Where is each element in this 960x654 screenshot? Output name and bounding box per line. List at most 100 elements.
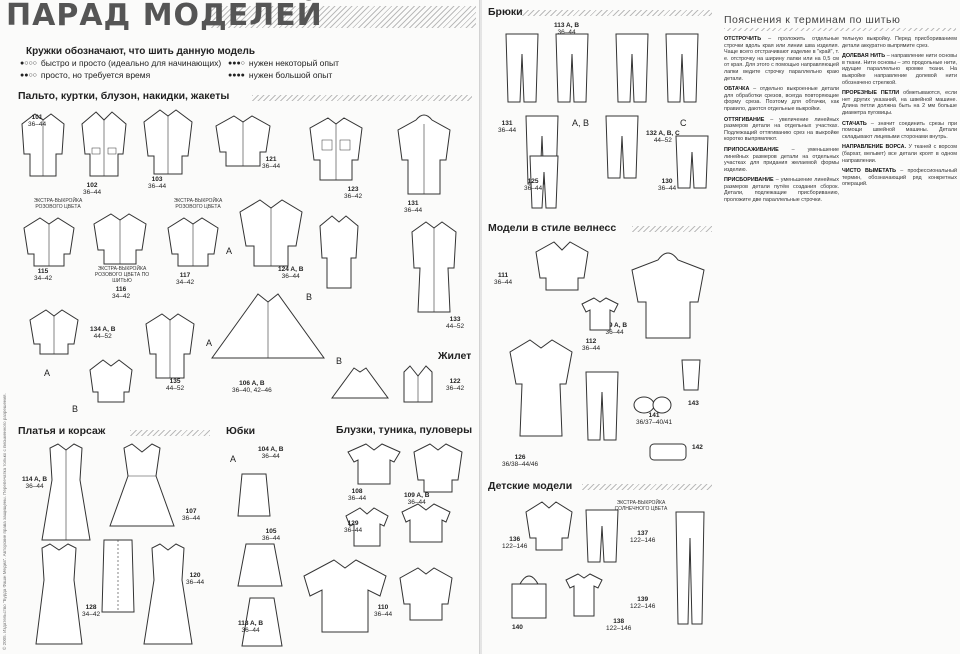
garment-122 bbox=[400, 362, 436, 406]
caption-extra-115: ЭКСТРА-ВЫКРОЙКА РОЗОВОГО ЦВЕТА bbox=[33, 198, 83, 210]
garment-123 bbox=[306, 114, 366, 184]
garment-104 bbox=[236, 470, 272, 520]
copyright-vertical: © 2005. Издательство "Бурда Фашн Медиа".… bbox=[2, 393, 7, 650]
letter-a-104: A bbox=[230, 454, 237, 464]
garment-129 bbox=[342, 504, 392, 550]
terms-column-1: ОТСТРОЧИТЬ – проложить отдельные строчки… bbox=[724, 36, 839, 208]
garment-114 bbox=[38, 440, 94, 546]
section-vest: Жилет bbox=[438, 350, 472, 362]
legend-heading: Кружки обозначают, что шить данную модел… bbox=[26, 46, 256, 57]
garment-pants-4 bbox=[662, 30, 702, 106]
garment-133 bbox=[408, 218, 460, 316]
garment-kids-top bbox=[562, 570, 606, 620]
term-stachat: СТАЧАТЬ – значит соединить срезы при пом… bbox=[842, 120, 957, 140]
garment-106 bbox=[208, 288, 328, 378]
left-page: ПАРАД МОДЕЛЕЙ © 2005. Издательство "Бурд… bbox=[2, 0, 476, 650]
garment-125 bbox=[526, 152, 562, 212]
garment-115 bbox=[20, 214, 78, 270]
term-napravlenie-vorsa: НАПРАВЛЕНИЕ ВОРСА. У тканей с ворсом (ба… bbox=[842, 144, 957, 164]
letter-a-134: A bbox=[44, 368, 51, 378]
garment-108 bbox=[344, 440, 404, 488]
garment-103 bbox=[140, 106, 196, 178]
garment-136 bbox=[522, 498, 576, 554]
term-obtachka: ОБТАЧКА – отдельно выкроенные детали для… bbox=[724, 86, 840, 112]
section-dresses: Платья и корсаж bbox=[18, 425, 106, 437]
garment-117 bbox=[164, 214, 222, 270]
section-blouses: Блузки, туника, пуловеры bbox=[336, 424, 473, 436]
garment-142 bbox=[648, 438, 688, 462]
letter-a-124: A bbox=[226, 246, 233, 256]
label-143: 143 bbox=[688, 400, 699, 407]
garment-105 bbox=[236, 540, 284, 590]
legend-item-2: ●●○○просто, но требуется время bbox=[20, 70, 151, 80]
label-142: 142 bbox=[692, 444, 703, 451]
garment-corset bbox=[98, 536, 138, 616]
term-ottyagivanie: ОТТЯГИВАНИЕ – увеличение линейных размер… bbox=[724, 116, 840, 143]
caption-extra-137: ЭКСТРА-ВЫКРОЙКА СОЛНЕЧНОГО ЦВЕТА bbox=[614, 500, 668, 512]
garment-pants-1 bbox=[502, 30, 542, 106]
term-priposazhivanie: ПРИПОСАЖИВАНИЕ – уменьшение линейных раз… bbox=[724, 146, 839, 173]
legend-item-1: ●○○○быстро и просто (идеально для начина… bbox=[20, 58, 222, 68]
garment-126 bbox=[506, 336, 576, 442]
garment-134 bbox=[26, 306, 82, 358]
term-chisto-vymetat: ЧИСТО ВЫМЕТАТЬ – профессиональный термин… bbox=[842, 168, 957, 188]
caption-extra-117: ЭКСТРА-ВЫКРОЙКА РОЗОВОГО ЦВЕТА bbox=[173, 198, 223, 210]
section-outerwear: Пальто, куртки, блузон, накидки, жакеты bbox=[18, 90, 230, 102]
label-140: 140 bbox=[512, 624, 523, 631]
section-pants: Брюки bbox=[488, 6, 523, 18]
term-dolevaya-nit: ДОЛЕВАЯ НИТЬ – направление нити основы в… bbox=[842, 53, 957, 86]
section-wellness: Модели в стиле велнесс bbox=[488, 222, 617, 234]
letter-a-106: A bbox=[206, 338, 213, 348]
garment-kids-pants bbox=[672, 508, 708, 628]
garment-132c bbox=[672, 132, 712, 192]
garment-124 bbox=[236, 196, 306, 270]
term-proreznye-petli: ПРОРЕЗНЫЕ ПЕТЛИ обметываются, если нет д… bbox=[842, 90, 958, 116]
section-kids: Детские модели bbox=[488, 480, 573, 492]
garment-108b bbox=[410, 440, 466, 496]
garment-102 bbox=[78, 108, 130, 180]
garment-112 bbox=[578, 294, 622, 334]
garment-137 bbox=[582, 506, 622, 566]
garment-131 bbox=[394, 110, 454, 200]
caption-extra-116: ЭКСТРА-ВЫКРОЙКА РОЗОВОГО ЦВЕТА ПО ШИТЬЮ bbox=[94, 266, 150, 284]
garment-109 bbox=[398, 500, 454, 546]
garment-110 bbox=[396, 564, 456, 624]
garment-111 bbox=[532, 238, 592, 294]
garment-124b bbox=[316, 212, 362, 292]
garment-118 bbox=[240, 594, 284, 650]
garment-blouse-wide bbox=[300, 556, 390, 636]
garment-wellness-pants bbox=[582, 368, 622, 444]
garment-134b bbox=[86, 356, 136, 406]
garment-119 bbox=[628, 246, 708, 342]
